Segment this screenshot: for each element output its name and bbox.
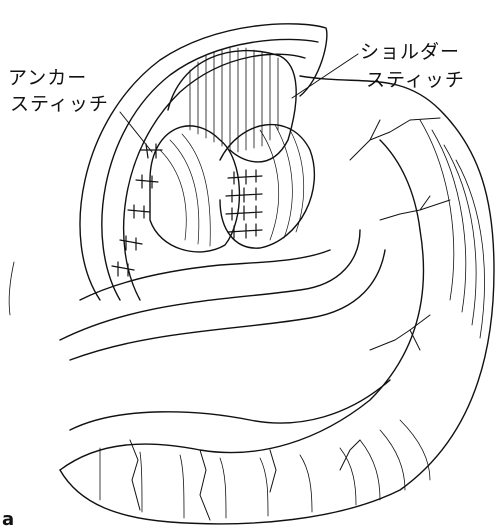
center-stitches	[226, 170, 262, 238]
panel-letter: a	[2, 508, 14, 532]
shoulder-stitch-label-line-1: ショルダー	[360, 40, 460, 64]
anchor-stitch-label-line-2: スティッチ	[10, 92, 109, 116]
anchor-stitch-label-line-1: アンカー	[8, 66, 87, 90]
shoulder-stitch-label-line-2: スティッチ	[366, 68, 465, 92]
hatching-body	[100, 120, 485, 518]
wrap-left-lobe	[150, 126, 239, 252]
wrap-opening	[168, 51, 296, 162]
hatching-opening	[190, 48, 278, 152]
lesser-curvature-band	[60, 230, 360, 340]
anchor-leader-line	[120, 112, 152, 152]
blood-vessels	[130, 118, 450, 520]
anchor-stitches	[112, 144, 162, 276]
stomach-outer-contour	[60, 76, 494, 524]
